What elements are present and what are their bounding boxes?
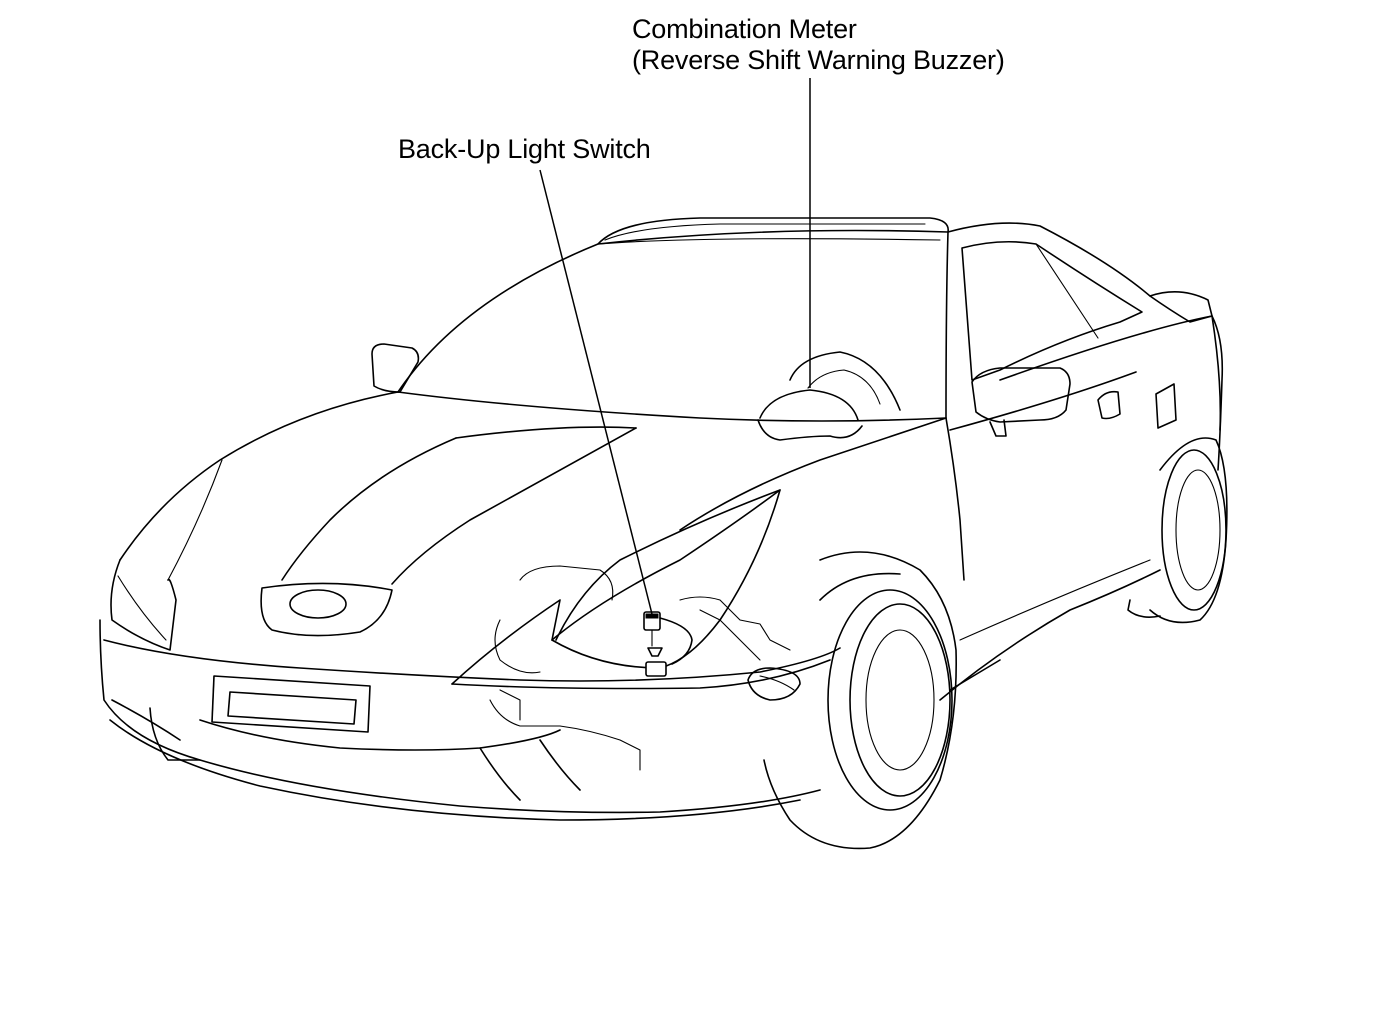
combination-meter-line2: (Reverse Shift Warning Buzzer) [632, 45, 1005, 75]
front-wheel [763, 551, 957, 850]
rear-wheel [1149, 437, 1228, 624]
engine-components [489, 565, 791, 771]
leader-lines [539, 78, 811, 615]
combination-meter-line1: Combination Meter [632, 14, 857, 44]
combination-meter-label: Combination Meter (Reverse Shift Warning… [632, 14, 1005, 76]
backup-light-switch-label: Back-Up Light Switch [398, 134, 651, 164]
car-front [99, 489, 841, 821]
car-roof [397, 217, 1213, 419]
car-side [939, 315, 1224, 701]
car-mirrors [371, 343, 1071, 437]
backup-switch-leader [539, 169, 653, 615]
backup-switch-part [643, 611, 693, 677]
car-hood [119, 351, 947, 641]
